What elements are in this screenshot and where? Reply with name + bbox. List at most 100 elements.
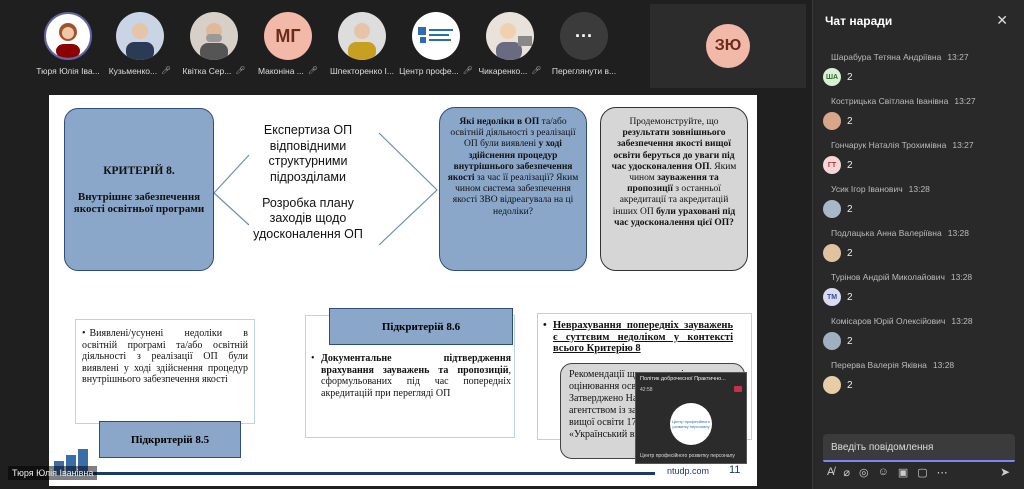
connector-lines — [213, 132, 438, 246]
participant-tile[interactable]: МГ Маконіна ...🎤︎ — [248, 12, 328, 82]
step-plan: Розробка плану заходів щодо удосконаленн… — [253, 195, 363, 241]
message-text: 2 — [847, 335, 853, 347]
message-time: 13:28 — [908, 184, 930, 194]
avatar — [338, 12, 386, 60]
participant-name: Тюря Юлія Іва... — [36, 66, 100, 76]
criterion-text: Внутрішнє забезпечення якості освітньої … — [73, 190, 205, 215]
message-text: 2 — [847, 159, 853, 171]
slide-footer-bar — [75, 472, 655, 475]
step-expertise: Експертиза ОП відповідними структурними … — [263, 123, 353, 184]
q2-bold-2: зауваження та пропозиції — [627, 173, 719, 195]
participant-tile[interactable]: Шпекторенко І... — [322, 12, 402, 82]
emoji-icon[interactable]: ☺ — [877, 466, 889, 478]
mini-meeting-window[interactable]: Політик доброчесної Практично... 42:58 Ц… — [635, 372, 747, 464]
message-author: Перерва Валерія Яківна — [831, 360, 927, 370]
mic-off-icon: 🎤︎ — [161, 66, 172, 75]
avatar — [823, 244, 841, 262]
slide-page-number: 11 — [729, 464, 741, 476]
message-author: Подлацька Анна Валеріївна — [831, 228, 942, 238]
chat-message: Перерва Валерія Яківна 13:28 2 — [823, 360, 1018, 394]
question-box-2: Продемонструйте, що результати зовнішньо… — [600, 107, 748, 271]
slide-url: ntudp.com — [667, 466, 710, 476]
participant-name: Маконіна ... — [257, 66, 304, 76]
message-time: 13:27 — [952, 140, 974, 150]
more-icon: ··· — [560, 12, 608, 60]
q2-bold-1: результати зовнішнього забезпечення якос… — [611, 128, 735, 172]
participant-name: Шпекторенко І... — [330, 66, 394, 76]
q1-bold-2: у ході здійснення процедур внутрішнього … — [447, 139, 573, 184]
shared-slide: КРИТЕРІЙ 8. Внутрішнє забезпечення якост… — [49, 95, 757, 486]
participant-gallery: Тюря Юлія Іва... Кузьменко...🎤︎ Квітка С… — [0, 0, 640, 90]
message-text: 2 — [847, 115, 853, 127]
q2-text-2: . Яким чином — [629, 161, 737, 184]
avatar — [116, 12, 164, 60]
more-options-icon[interactable]: ⋯ — [936, 467, 948, 479]
subcriterion-8-6-rest: , сформульованих під час попередніх акре… — [321, 364, 511, 399]
view-all-button[interactable]: ··· Переглянути в... — [544, 12, 624, 82]
subcriterion-8-5-label: Підкритерій 8.5 — [99, 421, 241, 458]
avatar: ГТ — [823, 156, 841, 174]
q2-text-1: Продемонструйте, що — [629, 117, 719, 127]
avatar — [823, 112, 841, 130]
message-time: 13:27 — [954, 96, 976, 106]
q1-text-1: та/або освітній діяльності з реалізації … — [450, 117, 576, 150]
gif-icon[interactable]: ▣ — [897, 467, 909, 479]
message-author: Комісаров Юрій Олексійович — [831, 316, 946, 326]
message-author: Гончарук Наталія Трохимівна — [831, 140, 947, 150]
sticker-icon[interactable]: ▢ — [917, 467, 928, 479]
avatar: ША — [823, 68, 841, 86]
mic-off-icon: 🎤︎ — [531, 66, 542, 75]
mini-logo: Центр професійного розвитку персоналу — [670, 403, 712, 445]
leave-call-icon[interactable] — [734, 386, 742, 392]
participant-tile[interactable]: Центр профе...🎤︎ — [396, 12, 476, 82]
message-text: 2 — [847, 379, 853, 391]
participant-name: Квітка Сер... — [182, 66, 232, 76]
question-box-1: Які недоліки в ОП та/або освітній діяльн… — [439, 107, 587, 271]
participant-tile-large[interactable]: ЗЮ — [650, 4, 806, 88]
q2-bold-3: були ураховані під час удосконалення ціє… — [614, 206, 736, 228]
mini-participant-name: Центр професійного розвитку персоналу — [640, 453, 735, 459]
mini-timer: 42:58 — [640, 387, 653, 393]
message-time: 13:27 — [947, 52, 969, 62]
participant-tile[interactable]: Тюря Юлія Іва... — [28, 12, 108, 82]
avatar — [44, 12, 92, 60]
q1-bold-1: Які недоліки в ОП — [459, 117, 540, 127]
criterion-title: КРИТЕРІЙ 8. — [103, 164, 175, 177]
warning-title: Неврахування попередніх зауважень є сутт… — [543, 320, 733, 355]
meeting-stage: Тюря Юлія Іва... Кузьменко...🎤︎ Квітка С… — [0, 0, 812, 489]
message-time: 13:28 — [950, 272, 973, 282]
subcriterion-8-6-text: Документальне підтвердження врахування з… — [311, 353, 511, 399]
participant-name: Кузьменко... — [108, 66, 158, 76]
avatar — [190, 12, 238, 60]
mic-off-icon: 🎤︎ — [462, 66, 473, 75]
subcriterion-8-5-body: Виявлені/усунені недоліки в освітній про… — [82, 328, 248, 385]
message-time: 13:28 — [932, 360, 955, 370]
mic-off-icon: 🎤︎ — [235, 66, 246, 75]
close-icon[interactable]: ✕ — [996, 12, 1008, 28]
message-text: 2 — [847, 71, 853, 83]
message-author: Турінов Андрій Миколайович — [831, 272, 945, 282]
participant-tile[interactable]: Квітка Сер...🎤︎ — [174, 12, 254, 82]
message-input[interactable]: Введіть повідомлення — [823, 434, 1015, 462]
avatar — [823, 332, 841, 350]
send-icon[interactable]: ➤ — [999, 465, 1010, 479]
avatar: ЗЮ — [706, 24, 750, 68]
participant-tile[interactable]: Чикаренко...🎤︎ — [470, 12, 550, 82]
presenter-label: Тюря Юлія Іванівна — [8, 466, 98, 480]
loop-icon[interactable]: ◎ — [858, 467, 869, 479]
avatar — [823, 200, 841, 218]
avatar: ТМ — [823, 288, 841, 306]
message-text: 2 — [847, 203, 853, 215]
participant-tile[interactable]: Кузьменко...🎤︎ — [100, 12, 180, 82]
q2-text-3: з останньої акредитації та акредитацій і… — [612, 184, 729, 217]
attach-icon[interactable]: ⌀ — [843, 467, 850, 479]
format-icon[interactable]: A̸ — [827, 466, 835, 478]
subcriterion-8-6-bold: Документальне підтвердження врахування з… — [321, 353, 511, 376]
avatar — [412, 12, 460, 60]
